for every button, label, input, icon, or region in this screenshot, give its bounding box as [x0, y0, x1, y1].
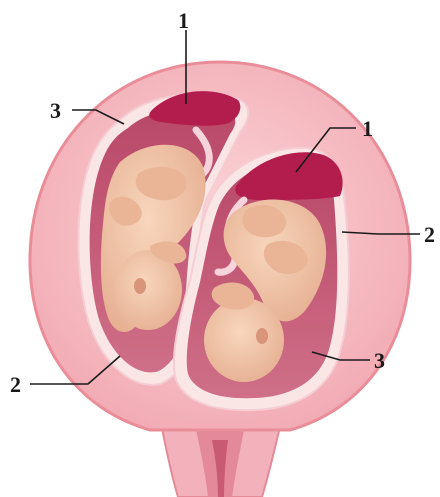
- label-right-inner-membrane: 2: [424, 222, 435, 247]
- label-top-left-placenta: 1: [178, 8, 189, 33]
- label-left-outer-membrane: 3: [50, 98, 61, 123]
- label-bottom-left-membrane: 2: [10, 372, 21, 397]
- label-right-placenta: 1: [362, 116, 373, 141]
- label-bottom-right-membrane: 3: [374, 348, 385, 373]
